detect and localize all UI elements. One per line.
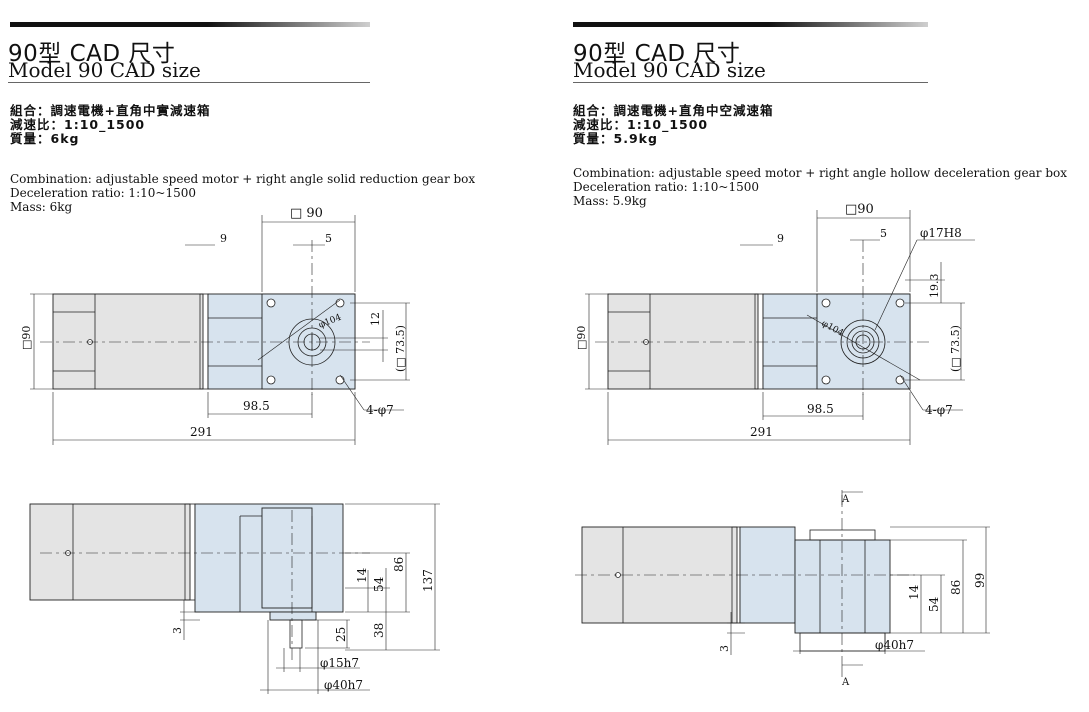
output-shaft xyxy=(289,619,303,649)
dim-9: 9 xyxy=(777,232,784,245)
dim-14: 14 xyxy=(355,567,369,583)
spec-english: Combination: adjustable speed motor + ri… xyxy=(573,166,1067,208)
left-drawing: □ 90 5 9 □90 12 (□ 73.5) φ104 4-φ7 xyxy=(20,206,440,694)
hollow-output xyxy=(799,632,886,652)
gear-flange xyxy=(261,293,356,390)
bolt-hole xyxy=(821,298,831,308)
dim-25: 25 xyxy=(334,627,348,642)
title-chinese: 90型 CAD 尺寸 xyxy=(573,41,741,67)
right-drawing: □90 5 9 φ17H8 19.3 (□ 73.5) □90 φ104 4-φ… xyxy=(575,202,990,688)
motor-body xyxy=(52,293,204,390)
bolt-hole xyxy=(895,298,905,308)
motor-side-body xyxy=(29,503,191,601)
title-english: Model 90 CAD size xyxy=(573,58,766,82)
dim-square: □90 xyxy=(845,202,874,217)
title-chinese: 90型 CAD 尺寸 xyxy=(8,41,176,67)
dim-98-5: 98.5 xyxy=(243,399,270,413)
side-view: A A 99 86 54 14 3 φ40h7 xyxy=(575,490,990,688)
bolt-hole xyxy=(821,375,831,385)
dim-98-5: 98.5 xyxy=(807,402,834,416)
dim-3: 3 xyxy=(718,645,731,652)
title-underline xyxy=(573,82,928,83)
dim-pilot: φ40h7 xyxy=(324,678,363,692)
spec-line: Mass: 6kg xyxy=(10,200,73,214)
dim-291: 291 xyxy=(190,425,213,439)
spec-line: Combination: adjustable speed motor + ri… xyxy=(10,172,476,186)
dim-86: 86 xyxy=(949,580,963,595)
spec-line: Deceleration ratio: 1:10~1500 xyxy=(573,180,759,194)
spec-english: Combination: adjustable speed motor + ri… xyxy=(10,172,475,214)
bolt-hole xyxy=(266,298,276,308)
dim-9: 9 xyxy=(220,232,227,245)
side-view: 137 86 54 14 38 25 3 φ15h7 xyxy=(29,503,440,694)
dim-square: □ 90 xyxy=(290,206,323,221)
spec-line: 質量：5.9kg xyxy=(573,131,658,146)
top-view: □ 90 5 9 □90 12 (□ 73.5) φ104 4-φ7 xyxy=(20,206,410,445)
bolt-hole xyxy=(335,375,345,385)
top-view: □90 5 9 φ17H8 19.3 (□ 73.5) □90 φ104 4-φ… xyxy=(575,202,975,445)
spec-line: Deceleration ratio: 1:10~1500 xyxy=(10,186,196,200)
spec-chinese: 組合：調速電機+直角中空減速箱 減速比：1:10_1500 質量：5.9kg xyxy=(573,104,773,146)
dim-3: 3 xyxy=(171,627,184,634)
section-mark: A xyxy=(841,494,850,505)
dim-sq735: (□ 73.5) xyxy=(394,325,407,372)
spec-chinese: 組合：調速電機+直角中實減速箱 減速比：1:10_1500 質量：6kg xyxy=(10,104,210,146)
dim-12: 12 xyxy=(369,312,382,326)
spec-line: 質量：6kg xyxy=(10,131,80,146)
spec-line: 減速比：1:10_1500 xyxy=(573,117,709,132)
spec-line: 減速比：1:10_1500 xyxy=(10,117,146,132)
dim-sq90: □90 xyxy=(575,326,588,350)
bolt-hole xyxy=(266,375,276,385)
dim-99: 99 xyxy=(973,573,987,588)
dim-5: 5 xyxy=(325,232,332,245)
title-underline xyxy=(8,82,370,83)
dim-14: 14 xyxy=(907,584,921,600)
dim-86: 86 xyxy=(392,557,406,572)
spec-line: 組合：調速電機+直角中空減速箱 xyxy=(573,103,774,118)
dim-sq90: □90 xyxy=(20,326,33,350)
spec-line: Combination: adjustable speed motor + ri… xyxy=(573,166,1068,180)
dim-5: 5 xyxy=(880,227,887,240)
spec-line: 組合：調速電機+直角中實減速箱 xyxy=(10,103,211,118)
dim-pilot: φ40h7 xyxy=(875,638,914,652)
dim-38: 38 xyxy=(372,623,386,638)
dim-19-3: 19.3 xyxy=(928,274,941,299)
dim-54: 54 xyxy=(927,596,941,612)
dim-bore: φ17H8 xyxy=(920,226,962,240)
title-english: Model 90 CAD size xyxy=(8,58,201,82)
header-rule xyxy=(10,22,370,27)
dim-54: 54 xyxy=(372,576,386,592)
dim-holes: 4-φ7 xyxy=(366,403,394,417)
dim-shaft: φ15h7 xyxy=(320,656,359,670)
bolt-hole xyxy=(895,375,905,385)
dim-holes: 4-φ7 xyxy=(925,403,953,417)
dim-sq735: (□ 73.5) xyxy=(949,325,962,372)
dim-291: 291 xyxy=(750,425,773,439)
header-rule xyxy=(573,22,928,27)
section-mark: A xyxy=(841,677,850,688)
spec-line: Mass: 5.9kg xyxy=(573,194,647,208)
motor-body xyxy=(607,293,759,390)
dim-137: 137 xyxy=(421,569,435,592)
